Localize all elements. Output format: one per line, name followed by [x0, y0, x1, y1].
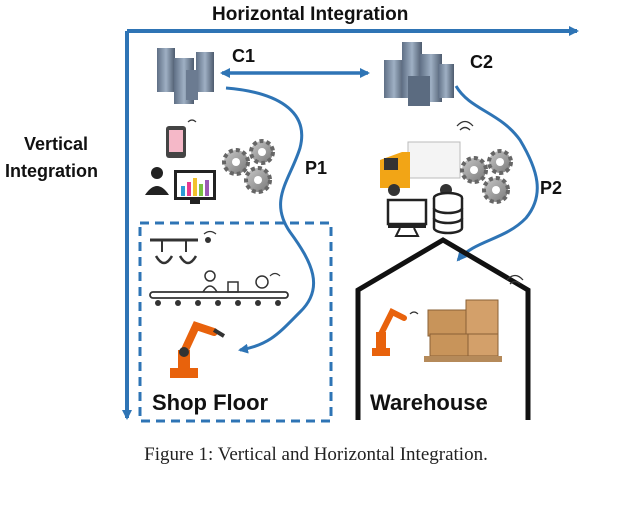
shop-floor-label: Shop Floor	[152, 390, 269, 415]
computer-monitor-icon	[386, 198, 428, 237]
vertical-integration-label-line2: Integration	[5, 161, 98, 181]
p2-gears-icon	[460, 149, 513, 204]
p2-flow-arrow	[454, 85, 539, 262]
truck-icon	[380, 120, 474, 196]
warehouse-label: Warehouse	[370, 390, 488, 415]
p1-label: P1	[305, 158, 327, 178]
user-icon	[145, 167, 169, 195]
warehouse-building-outline	[355, 237, 531, 420]
shop-floor-boundary	[138, 221, 333, 423]
p1-gears-icon	[222, 139, 275, 194]
p1-flow-arrow	[225, 86, 316, 354]
tablet-icon	[166, 119, 197, 158]
c1-label: C1	[232, 46, 255, 66]
warehouse-robot-arm-icon	[372, 307, 419, 356]
shop-floor-robot-arm-icon	[170, 321, 226, 378]
assembly-line-icon	[149, 230, 289, 306]
monitor-chart-icon	[174, 170, 216, 204]
c2-label: C2	[470, 52, 493, 72]
database-icon	[432, 191, 464, 235]
boxes-pallet-icon	[424, 274, 524, 362]
c2-buildings-icon	[384, 42, 454, 106]
c1-server-icon	[157, 48, 214, 104]
vertical-integration-label-line1: Vertical	[24, 134, 88, 154]
p2-label: P2	[540, 178, 562, 198]
figure-caption: Figure 1: Vertical and Horizontal Integr…	[144, 444, 488, 465]
horizontal-integration-label: Horizontal Integration	[212, 4, 408, 25]
